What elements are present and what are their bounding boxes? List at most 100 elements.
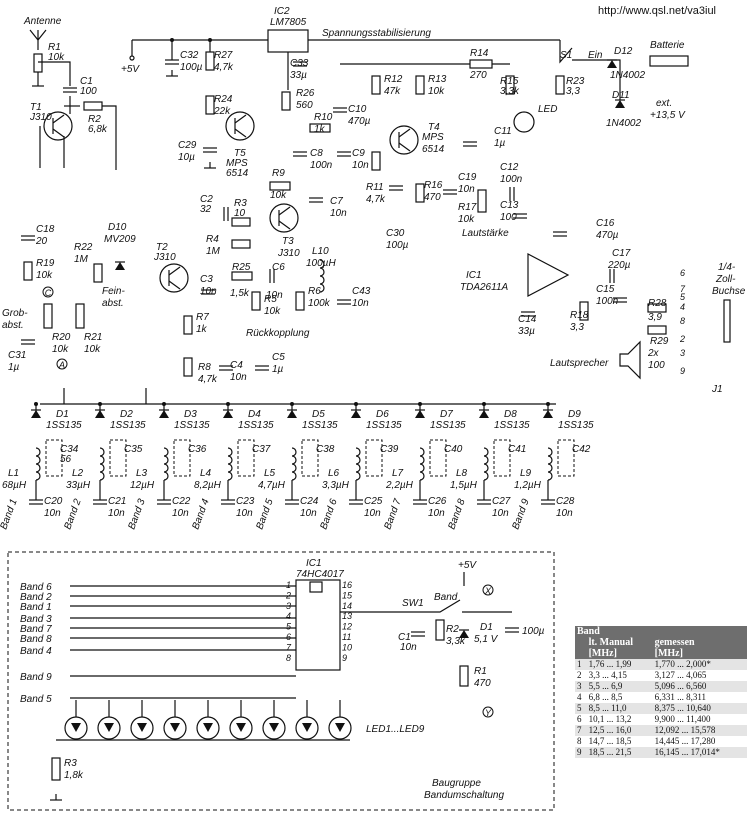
band-label: Band 4 xyxy=(190,497,211,531)
label: 1SS135 xyxy=(366,420,402,431)
label: C41 xyxy=(508,444,526,455)
band-input-label: Band 3 xyxy=(20,614,52,625)
table-cell: 6,8 ... 8,5 xyxy=(588,692,623,702)
label: 1µ xyxy=(494,138,506,149)
label: C24 xyxy=(300,496,319,507)
label: R8 xyxy=(198,362,211,373)
wire xyxy=(559,40,573,64)
band-input-label: Band 5 xyxy=(20,694,52,705)
trimmer-cap-box xyxy=(237,439,255,477)
junction-dot xyxy=(208,38,212,42)
resistor xyxy=(33,53,43,73)
diode-icon xyxy=(31,410,41,418)
label: R2 xyxy=(446,624,459,635)
ic-pin-right: 9 xyxy=(342,653,347,663)
ic-pin-right: 14 xyxy=(342,601,352,611)
table-cell: 12,5 ... 16,0 xyxy=(586,725,653,736)
label: 1µ xyxy=(272,364,284,375)
label: R18 xyxy=(570,310,589,321)
trimmer-cap-box xyxy=(173,439,191,477)
table-cell: 7 xyxy=(575,725,587,736)
trimmer-cap-box xyxy=(45,439,63,477)
table-cell: 5,5 ... 6,9 xyxy=(586,681,653,692)
ic-pin-left: 4 xyxy=(286,611,291,621)
label: R2 xyxy=(88,114,101,125)
label: T1 xyxy=(30,102,42,113)
diode-icon xyxy=(479,410,489,418)
diode-icon xyxy=(223,410,233,418)
label: 10n xyxy=(236,508,253,519)
resistor xyxy=(183,357,193,377)
label: R12 xyxy=(384,74,403,85)
label: C21 xyxy=(108,496,126,507)
transistor-t2 xyxy=(159,263,189,293)
led-indicator-icon xyxy=(513,111,535,133)
label: C31 xyxy=(8,350,26,361)
label: C5 xyxy=(272,352,285,363)
table-cell: 8 xyxy=(577,736,582,746)
label: 47k xyxy=(384,86,401,97)
label: 470 xyxy=(474,678,491,689)
label: R24 xyxy=(214,94,233,105)
label: R1 xyxy=(474,666,487,677)
label: C34 xyxy=(60,444,79,455)
table-header-band: Band xyxy=(577,626,600,637)
band-switch-module xyxy=(7,551,555,811)
battery-label: Batterie xyxy=(650,40,685,51)
label: T2 xyxy=(156,242,168,253)
label: 1SS135 xyxy=(46,420,82,431)
label: MV209 xyxy=(104,234,136,245)
jack-pin-5: 5 xyxy=(680,292,686,302)
label: 3,3µH xyxy=(322,480,350,491)
label: 1,5µH xyxy=(450,480,478,491)
resistor xyxy=(83,101,103,111)
marker-a xyxy=(56,358,68,370)
band-input-label: Band 4 xyxy=(20,646,52,657)
table-cell: 2 xyxy=(577,670,582,680)
table-cell: 1,770 ... 2,000* xyxy=(652,659,747,670)
label: C8 xyxy=(310,148,323,159)
label: MPS xyxy=(226,158,248,169)
label: D4 xyxy=(248,409,261,420)
label: 1SS135 xyxy=(174,420,210,431)
fine-tune-label2: abst. xyxy=(102,298,124,309)
wire xyxy=(102,105,117,170)
resistor xyxy=(579,301,589,321)
band-switch-label: Band xyxy=(434,592,458,603)
label: C12 xyxy=(500,162,519,173)
band-label: Band 7 xyxy=(382,497,403,531)
label: R26 xyxy=(296,88,315,99)
label: 1SS135 xyxy=(494,420,530,431)
label: 1µ xyxy=(8,362,20,373)
label: R11 xyxy=(366,182,384,193)
label: J310 xyxy=(277,248,300,259)
resistor xyxy=(505,75,515,95)
label: R3 xyxy=(64,758,77,769)
label: C25 xyxy=(364,496,383,507)
trimmer-cap-box xyxy=(493,439,511,477)
table-cell: 18,5 ... 21,5 xyxy=(586,747,653,758)
table-cell: 3,127 ... 4,065 xyxy=(654,670,707,680)
junction-dot xyxy=(354,402,358,406)
label: D10 xyxy=(108,222,127,233)
label: C18 xyxy=(36,224,55,235)
inductor-icon xyxy=(355,447,361,481)
ic-pin-right: 12 xyxy=(342,622,352,632)
junction-dot xyxy=(226,402,230,406)
label: 4,7k xyxy=(198,374,218,385)
inductor-icon xyxy=(291,447,297,481)
ic-pin-left: 3 xyxy=(286,601,291,611)
label: R29 xyxy=(650,336,669,347)
inductor-icon xyxy=(227,447,233,481)
module-title1: Baugruppe xyxy=(432,778,481,789)
transistor-lead xyxy=(168,266,181,276)
diode-icon xyxy=(115,262,125,270)
plus5v-label: +5V xyxy=(121,64,140,75)
label: C43 xyxy=(352,286,371,297)
resistor xyxy=(469,59,493,69)
